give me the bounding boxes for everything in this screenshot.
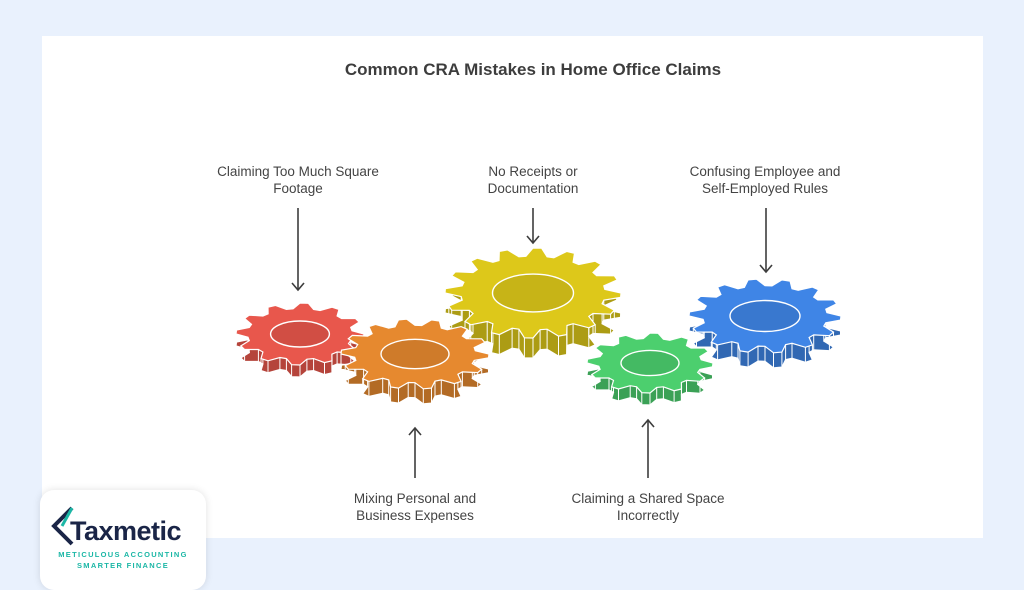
arrow-no-receipts [526,208,540,245]
arrow-mixing-expenses [408,426,422,478]
logo-tagline-2: SMARTER FINANCE [77,561,169,570]
arrow-shared-space [641,418,655,478]
gear-mixing-expenses-hole [380,338,450,370]
gear-shared-space [586,332,714,406]
gears-illustration [235,208,842,478]
gear-no-receipts [444,247,622,359]
label-employee-rules: Confusing Employee and Self-Employed Rul… [689,164,841,196]
label-shared-space: Claiming a Shared Space Incorrectly [571,491,725,523]
gear-square-footage [235,302,365,378]
label-no-receipts: No Receipts or Documentation [487,164,579,196]
label-square-footage: Claiming Too Much Square Footage [217,164,379,196]
logo-tagline-1: METICULOUS ACCOUNTING [58,550,188,559]
gear-employee-rules [688,278,842,369]
taxmetic-logo: Taxmetic METICULOUS ACCOUNTING SMARTER F… [40,490,206,590]
arrow-square-footage [291,208,305,292]
gear-mixing-expenses [340,318,490,405]
arrow-employee-rules [759,208,773,274]
label-mixing-expenses: Mixing Personal and Business Expenses [353,491,477,523]
gear-no-receipts-hole [491,273,575,313]
gear-employee-rules-hole [729,299,801,333]
gear-square-footage-hole [269,320,331,348]
diagram-title: Common CRA Mistakes in Home Office Claim… [344,60,722,79]
chevron-logo-icon [51,506,74,546]
logo-name: Taxmetic [70,516,182,546]
gear-shared-space-hole [620,349,680,377]
